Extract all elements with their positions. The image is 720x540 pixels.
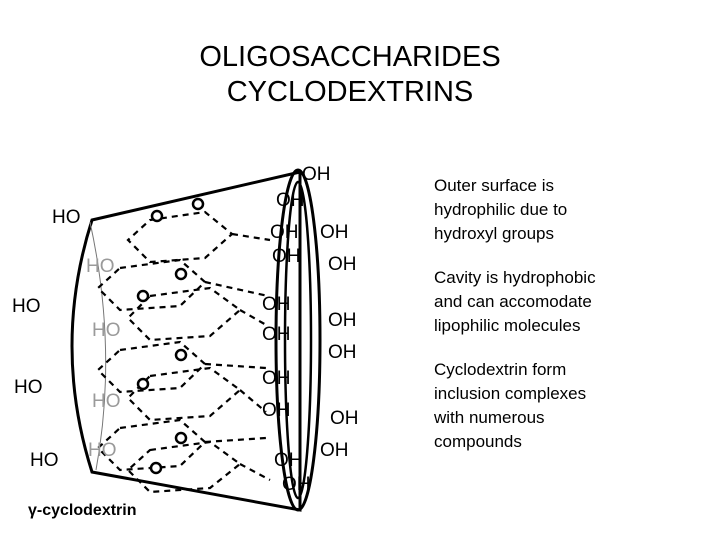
ring-oxygen <box>136 289 150 303</box>
ring-oxygens <box>136 197 205 475</box>
oh-label: OH <box>328 254 357 275</box>
ho-label: HO <box>30 450 59 471</box>
title-line-2: CYCLODEXTRINS <box>226 75 474 108</box>
oh-label: OH <box>328 342 357 363</box>
oh-label: OH <box>262 400 291 421</box>
title-line-1: OLIGOSACCHARIDES <box>199 41 501 73</box>
oh-label: OH <box>302 164 331 185</box>
note-inclusion-complexes: Cyclodextrin form inclusion complexes wi… <box>434 360 587 451</box>
ho-label: HO <box>92 391 121 412</box>
diagram-caption: γ-cyclodextrin <box>28 502 137 519</box>
notes-list: Outer surface is hydrophilic due to hydr… <box>434 174 674 474</box>
ring-oxygen <box>150 209 164 223</box>
oh-label: OH <box>320 440 349 461</box>
ring-oxygen <box>149 461 163 475</box>
link-dash <box>204 232 271 481</box>
ring-oxygen <box>174 267 188 281</box>
glucose-ring <box>126 366 242 422</box>
note-outer-surface: Outer surface is hydrophilic due to hydr… <box>434 176 568 243</box>
cone-body-outline <box>70 170 302 512</box>
glucose-ring <box>126 210 234 264</box>
rim-outer-ellipse <box>274 168 322 512</box>
ho-label: HO <box>92 320 121 341</box>
oh-label: OH <box>270 222 299 243</box>
glucose-ring <box>126 286 242 342</box>
glucose-ring <box>96 418 207 472</box>
oh-label: OH <box>282 474 311 495</box>
ring-oxygen <box>191 197 205 211</box>
ring-oxygen <box>136 377 150 391</box>
ho-label: HO <box>14 377 43 398</box>
glucose-ring <box>96 258 207 312</box>
oh-label: OH <box>272 246 301 267</box>
oh-label: OH <box>276 190 305 211</box>
ring-oxygen <box>174 431 188 445</box>
ring-oxygen <box>174 348 188 362</box>
note-cavity: Cavity is hydrophobic and can accomodate… <box>434 268 596 335</box>
ho-label: HO <box>12 296 41 317</box>
cone-inner-edge <box>89 221 107 471</box>
rim-inner-ellipse <box>283 180 313 500</box>
oh-label: OH <box>328 310 357 331</box>
slide-title: OLIGOSACCHARIDES CYCLODEXTRINS <box>100 40 600 110</box>
oh-label: OH <box>274 450 303 471</box>
oh-label: OH <box>262 324 291 345</box>
ho-label: HO <box>52 207 81 228</box>
cyclodextrin-diagram: HO HO HO HO HO HO HO HO OH OH OH OH OH O… <box>12 164 359 512</box>
oh-label: OH <box>262 368 291 389</box>
ho-label: HO <box>86 256 115 277</box>
oh-label: OH <box>262 294 291 315</box>
oh-label: OH <box>320 222 349 243</box>
glucose-ring <box>96 340 207 394</box>
oh-label: OH <box>330 408 359 429</box>
ho-label: HO <box>88 440 117 461</box>
